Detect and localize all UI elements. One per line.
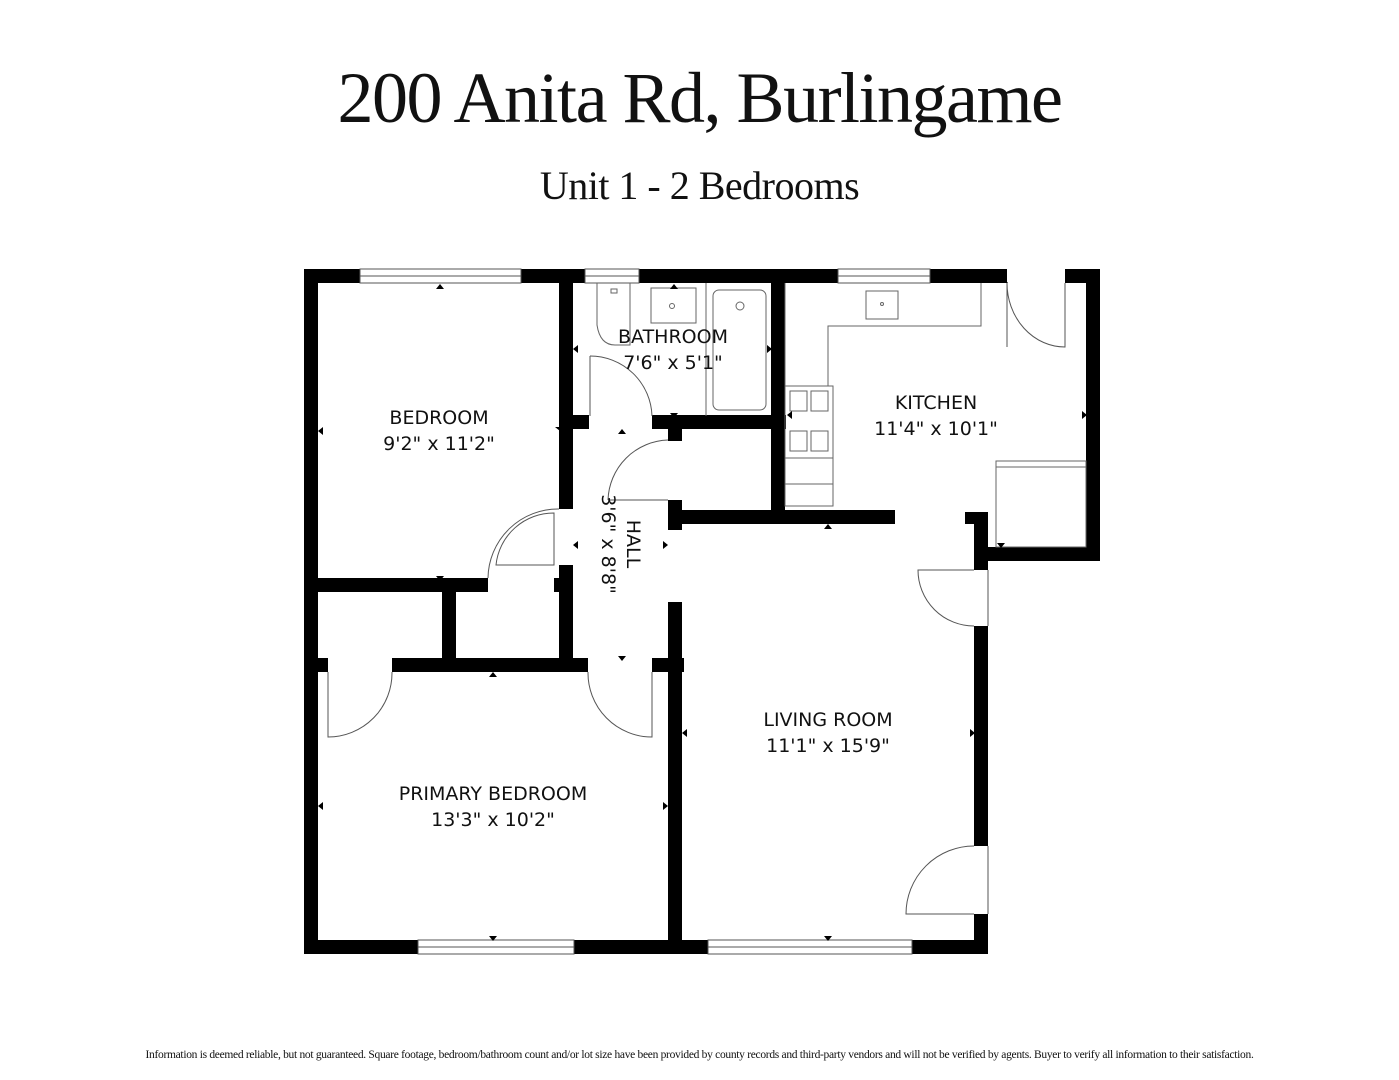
disclaimer: Information is deemed reliable, but not … xyxy=(145,1049,1254,1061)
primary-bedroom-dimensions: 13'3" x 10'2" xyxy=(431,809,555,831)
living-room-dimensions: 11'1" x 15'9" xyxy=(766,735,890,757)
doors xyxy=(327,282,1066,915)
walls xyxy=(304,269,1100,954)
fixtures xyxy=(596,283,1087,548)
bathroom-dimensions: 7'6" x 5'1" xyxy=(623,352,723,374)
page-title: 200 Anita Rd, Burlingame xyxy=(337,58,1063,138)
bathroom-label: BATHROOM xyxy=(618,326,728,348)
measurement-arrows xyxy=(318,278,1087,941)
page-subtitle: Unit 1 - 2 Bedrooms xyxy=(539,163,860,208)
living-room-label: LIVING ROOM xyxy=(763,709,892,731)
windows xyxy=(359,268,931,955)
bedroom-dimensions: 9'2" x 11'2" xyxy=(383,433,495,455)
hall-label: HALL xyxy=(622,520,644,569)
room-labels: BEDROOM 9'2" x 11'2" BATHROOM 7'6" x 5'1… xyxy=(383,326,998,831)
bedroom-label: BEDROOM xyxy=(389,407,488,429)
hall-dimensions: 3'6" x 8'8" xyxy=(597,494,619,594)
kitchen-dimensions: 11'4" x 10'1" xyxy=(874,418,998,440)
primary-bedroom-label: PRIMARY BEDROOM xyxy=(399,783,587,805)
kitchen-label: KITCHEN xyxy=(895,392,977,414)
